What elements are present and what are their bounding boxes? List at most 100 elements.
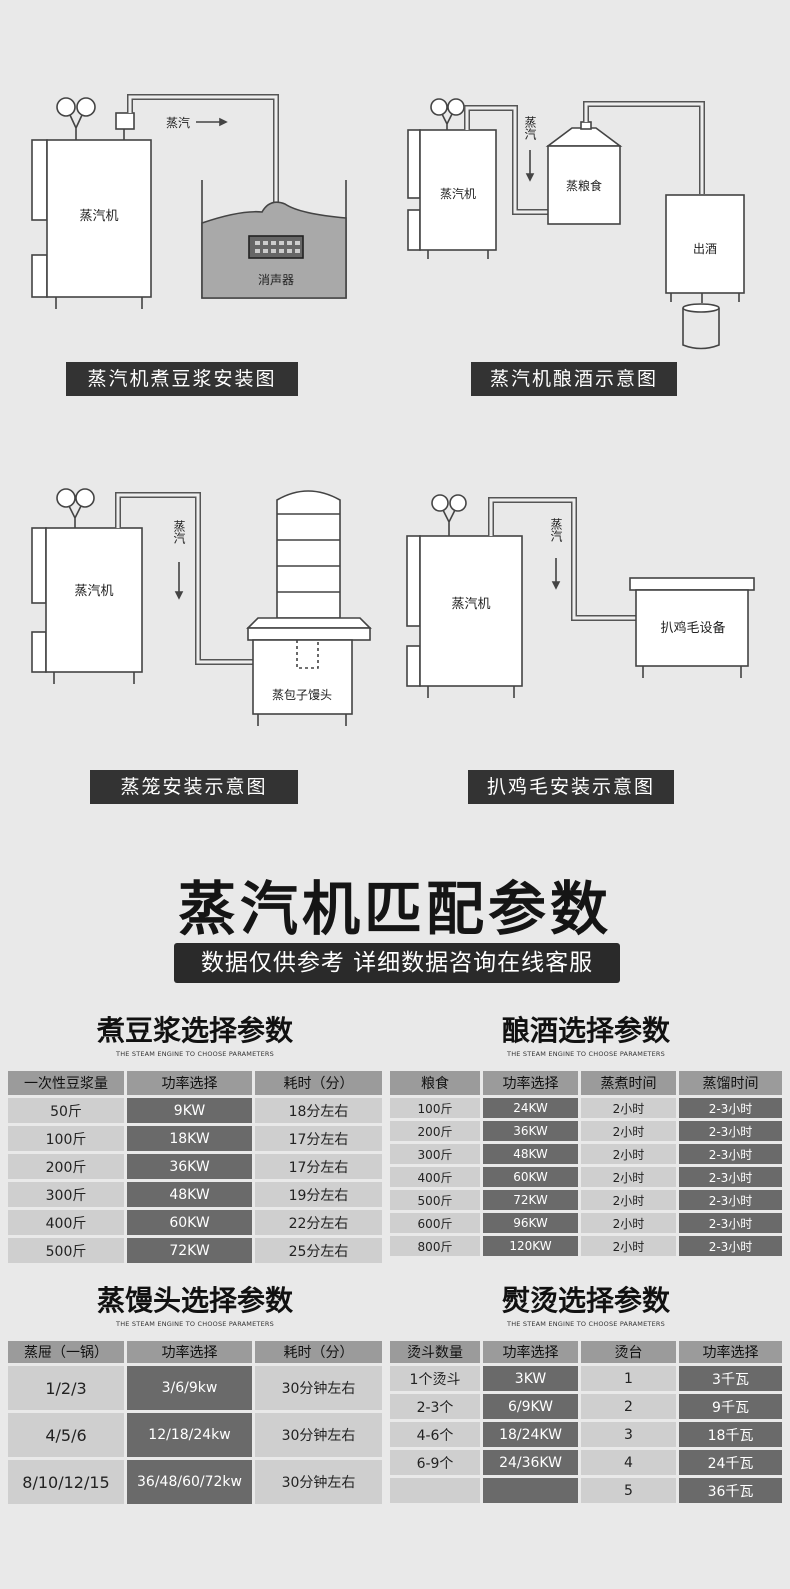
- table-cell: 22分左右: [255, 1210, 382, 1235]
- page-title: 蒸汽机匹配参数: [177, 875, 612, 943]
- table-header: 蒸煮时间: [581, 1071, 679, 1095]
- table-cell: 24KW: [483, 1098, 581, 1118]
- soy-table-title: 煮豆浆选择参数: [96, 1014, 293, 1047]
- machine-label: 蒸汽机: [74, 584, 113, 599]
- table-cell: 6-9个: [390, 1450, 483, 1475]
- table-cell: 300斤: [8, 1182, 127, 1207]
- table-cell: 3千瓦: [679, 1366, 782, 1391]
- table-cell: 300斤: [390, 1144, 483, 1164]
- table-cell: 1/2/3: [8, 1366, 127, 1410]
- table-header: 功率选择: [483, 1341, 581, 1363]
- table-header: 功率选择: [679, 1341, 782, 1363]
- table-cell: 30分钟左右: [255, 1366, 382, 1410]
- table-cell: 3/6/9kw: [127, 1366, 255, 1410]
- table-cell: 72KW: [127, 1238, 255, 1263]
- table-cell: 4: [581, 1450, 679, 1475]
- table-cell: 200斤: [390, 1121, 483, 1141]
- outlet-label: 出酒: [693, 242, 717, 256]
- table-header: 功率选择: [483, 1071, 581, 1095]
- table-cell: 2-3个: [390, 1394, 483, 1419]
- table-cell: 2小时: [581, 1098, 679, 1118]
- grain-label: 蒸粮食: [566, 178, 602, 193]
- table-cell: 24千瓦: [679, 1450, 782, 1475]
- iron-table-title: 熨烫选择参数: [501, 1284, 670, 1317]
- wine-table-subtitle: THE STEAM ENGINE TO CHOOSE PARAMETERS: [507, 1050, 665, 1058]
- table-header: 功率选择: [127, 1071, 255, 1095]
- diagram-soy-milk: 蒸汽机 蒸汽 消声器: [31, 94, 347, 309]
- gauge-icon: [56, 97, 76, 117]
- diagram-plucker: 蒸汽机 蒸汽 扒鸡毛设备: [406, 494, 755, 698]
- table-cell: 8/10/12/15: [8, 1460, 127, 1504]
- table-cell: 12/18/24kw: [127, 1413, 255, 1457]
- table-cell: 2小时: [581, 1213, 679, 1233]
- gauge-icon: [76, 97, 96, 117]
- table-cell: 3KW: [483, 1366, 581, 1391]
- subtitle-banner: 数据仅供参考 详细数据咨询在线客服: [174, 943, 620, 983]
- table-cell: 3: [581, 1422, 679, 1447]
- table-header: 烫台: [581, 1341, 679, 1363]
- table-cell: 18千瓦: [679, 1422, 782, 1447]
- caption-wine: 蒸汽机酿酒示意图: [471, 362, 677, 396]
- gauge-icon: [430, 98, 448, 116]
- device-label: 扒鸡毛设备: [660, 620, 725, 636]
- table-cell: 2-3小时: [679, 1236, 782, 1256]
- table-header: 一次性豆浆量: [8, 1071, 127, 1095]
- table-cell: 500斤: [390, 1190, 483, 1210]
- table-cell: 36KW: [127, 1154, 255, 1179]
- wine-table-title: 酿酒选择参数: [501, 1014, 670, 1047]
- steam-label: 蒸汽: [172, 520, 186, 544]
- table-cell: 4/5/6: [8, 1413, 127, 1457]
- gauge-icon: [75, 488, 95, 508]
- table-header: 粮食: [390, 1071, 483, 1095]
- caption-plucker: 扒鸡毛安装示意图: [468, 770, 674, 804]
- table-cell: 19分左右: [255, 1182, 382, 1207]
- gauge-icon: [449, 494, 467, 512]
- muffler-label: 消声器: [258, 273, 294, 287]
- table-cell: 400斤: [390, 1167, 483, 1187]
- machine-label: 蒸汽机: [440, 186, 476, 201]
- table-cell: 4-6个: [390, 1422, 483, 1447]
- table-header: 蒸屉（一锅）: [8, 1341, 127, 1363]
- table-cell: 6/9KW: [483, 1394, 581, 1419]
- table-header: 耗时（分）: [255, 1341, 382, 1363]
- table-cell: 2小时: [581, 1190, 679, 1210]
- table-header: 功率选择: [127, 1341, 255, 1363]
- table-cell: 24/36KW: [483, 1450, 581, 1475]
- table-cell: 9千瓦: [679, 1394, 782, 1419]
- steamer-label: 蒸包子馒头: [272, 688, 332, 702]
- table-cell: 96KW: [483, 1213, 581, 1233]
- gauge-icon: [431, 494, 449, 512]
- bun-table-subtitle: THE STEAM ENGINE TO CHOOSE PARAMETERS: [116, 1320, 274, 1328]
- table-cell: 2小时: [581, 1167, 679, 1187]
- iron-table-subtitle: THE STEAM ENGINE TO CHOOSE PARAMETERS: [507, 1320, 665, 1328]
- table-cell: 36千瓦: [679, 1478, 782, 1503]
- table-cell: 800斤: [390, 1236, 483, 1256]
- table-cell: 2小时: [581, 1144, 679, 1164]
- gauge-icon: [447, 98, 465, 116]
- table-cell: 200斤: [8, 1154, 127, 1179]
- table-cell: [390, 1478, 483, 1503]
- table-cell: 2-3小时: [679, 1213, 782, 1233]
- bun-table-title: 蒸馒头选择参数: [96, 1284, 293, 1317]
- table-header: 蒸馏时间: [679, 1071, 782, 1095]
- table-cell: 2小时: [581, 1121, 679, 1141]
- gauge-icon: [56, 488, 76, 508]
- table-cell: 17分左右: [255, 1154, 382, 1179]
- machine-label: 蒸汽机: [79, 209, 118, 224]
